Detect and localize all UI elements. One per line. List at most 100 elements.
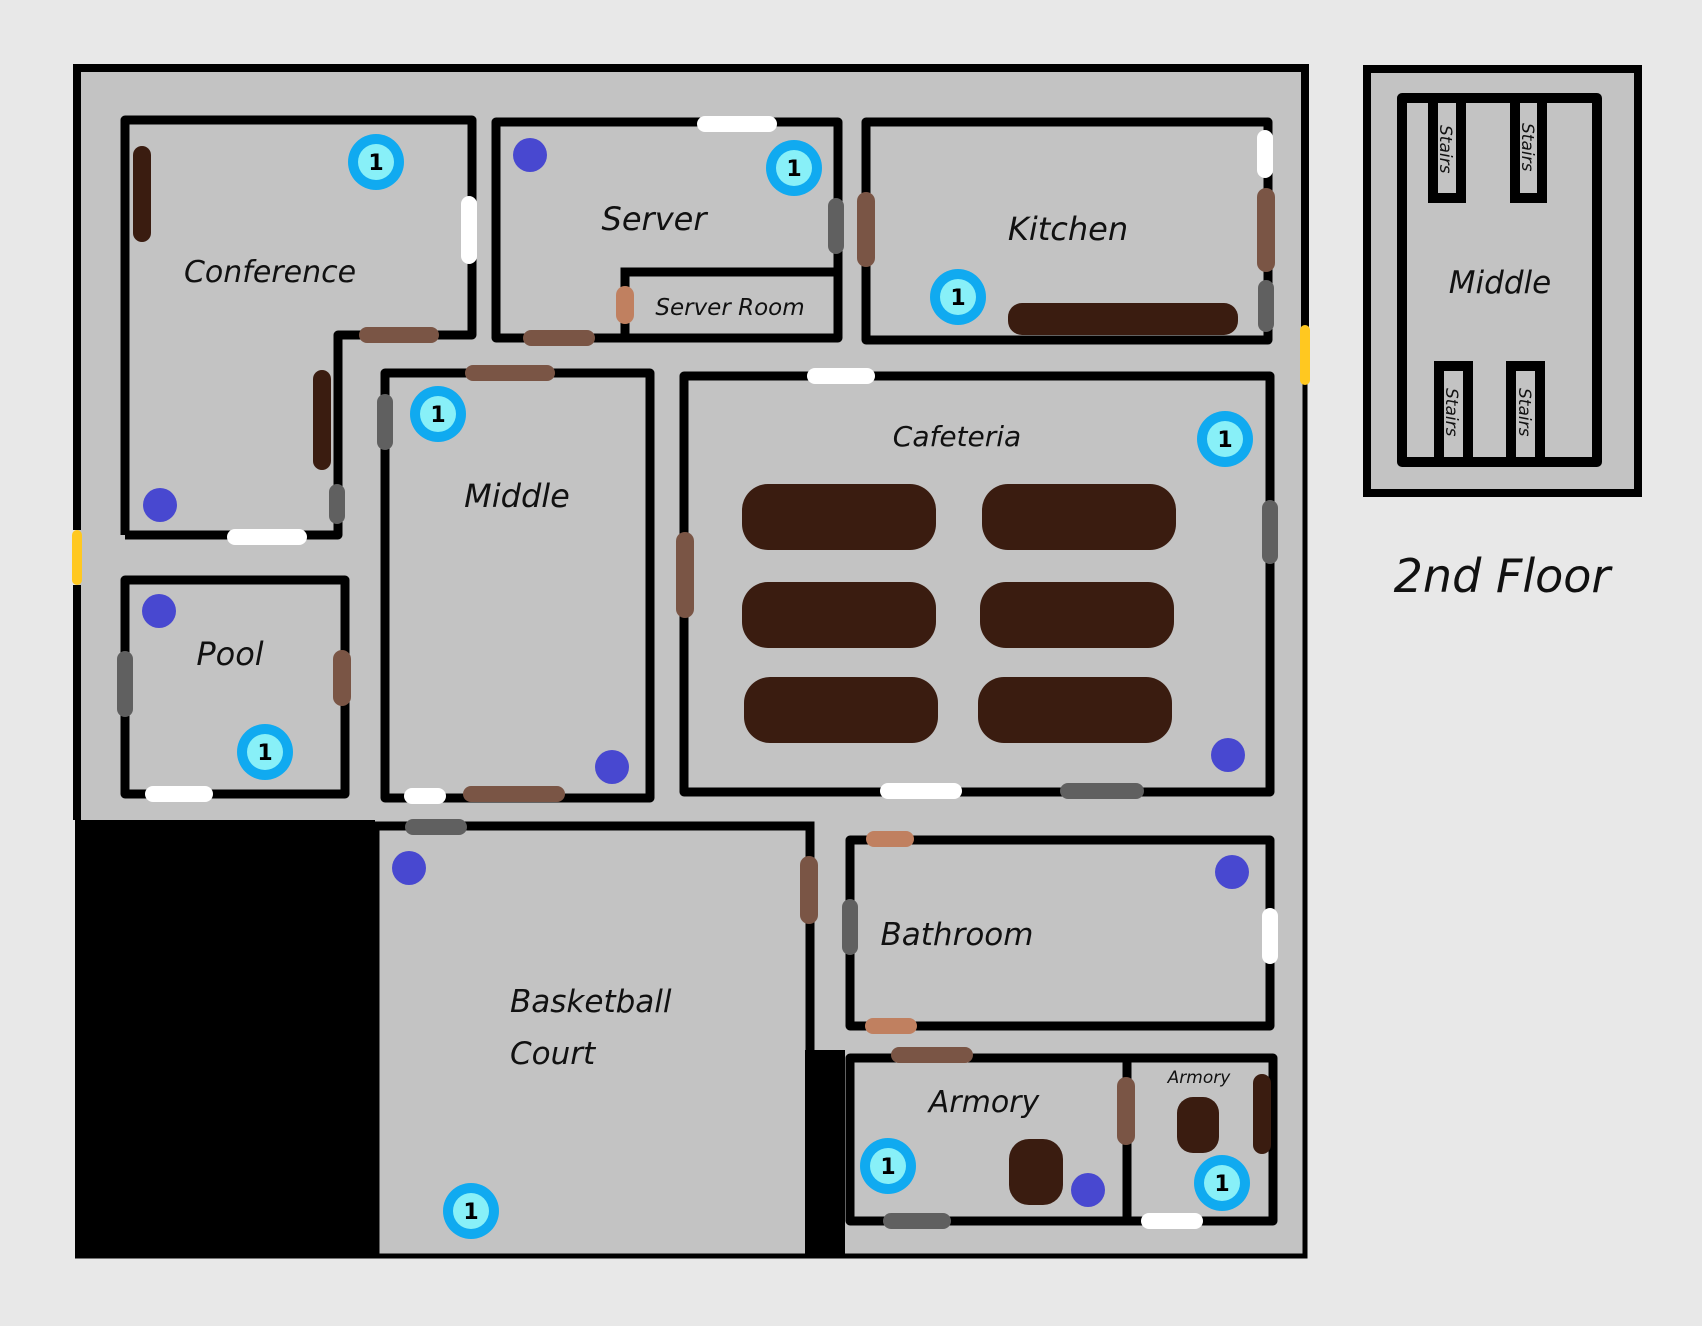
- door[interactable]: [333, 650, 351, 706]
- room-label-armory-small: Armory: [1167, 1068, 1232, 1088]
- stairs-label: Stairs: [1514, 388, 1534, 437]
- door[interactable]: [857, 192, 875, 267]
- blocked-area: [75, 820, 375, 1256]
- stairs-top-left-walls: [1428, 98, 1466, 203]
- door[interactable]: [404, 788, 446, 804]
- spawn-dot[interactable]: [595, 750, 629, 784]
- room-label-middle: Middle: [464, 477, 570, 515]
- door[interactable]: [828, 198, 844, 254]
- cafeteria-table: [980, 582, 1174, 648]
- stairs-label: Stairs: [1435, 125, 1455, 174]
- door[interactable]: [133, 146, 151, 242]
- door[interactable]: [1141, 1213, 1203, 1229]
- marker-conference[interactable]: 1: [348, 134, 404, 190]
- marker-value: 1: [463, 1200, 478, 1225]
- room-label-pool: Pool: [196, 635, 263, 673]
- door[interactable]: [800, 856, 818, 924]
- room-label-server: Server: [602, 200, 709, 238]
- room-armory-walls: [845, 1053, 1278, 1226]
- door[interactable]: [880, 783, 962, 799]
- second-floor-room-label: Middle: [1449, 265, 1551, 301]
- spawn-dots: [142, 138, 1249, 1207]
- kitchen-counter: [1008, 303, 1238, 335]
- door[interactable]: [616, 286, 634, 324]
- cafeteria-table: [742, 484, 936, 550]
- marker-value: 1: [880, 1155, 895, 1180]
- second-floor-middle-walls: [1397, 93, 1602, 467]
- door[interactable]: [842, 899, 858, 955]
- doors-dark: [133, 146, 1271, 1154]
- room-label-bathroom: Bathroom: [881, 917, 1034, 953]
- spawn-dot[interactable]: [1211, 738, 1245, 772]
- cafeteria-table: [978, 677, 1172, 743]
- door[interactable]: [676, 532, 694, 618]
- door[interactable]: [1262, 500, 1278, 564]
- door[interactable]: [1257, 188, 1275, 272]
- door[interactable]: [1262, 908, 1278, 964]
- cafeteria-table: [744, 677, 938, 743]
- door[interactable]: [807, 368, 875, 384]
- door[interactable]: [883, 1213, 951, 1229]
- marker-value: 1: [430, 403, 445, 428]
- stairs-label: Stairs: [1517, 123, 1537, 172]
- stairs-label: Stairs: [1441, 388, 1461, 437]
- room-label-server-room: Server Room: [655, 295, 804, 321]
- stairs-bottom-left-walls: [1434, 361, 1473, 462]
- door[interactable]: [523, 330, 595, 346]
- room-label-armory: Armory: [927, 1085, 1041, 1120]
- door[interactable]: [359, 327, 439, 343]
- spawn-dot[interactable]: [143, 488, 177, 522]
- exit-door-west[interactable]: [72, 530, 82, 585]
- marker-server[interactable]: 1: [766, 140, 822, 196]
- door[interactable]: [117, 651, 133, 717]
- room-label-basketball: Basketball: [510, 984, 672, 1020]
- door[interactable]: [463, 786, 565, 802]
- marker-middle[interactable]: 1: [410, 386, 466, 442]
- armory-crate: [1009, 1139, 1063, 1205]
- marker-kitchen[interactable]: 1: [930, 269, 986, 325]
- spawn-dot[interactable]: [1215, 855, 1249, 889]
- marker-value: 1: [257, 741, 272, 766]
- marker-armory-small[interactable]: 1: [1194, 1155, 1250, 1211]
- door[interactable]: [1257, 130, 1273, 178]
- door[interactable]: [1258, 280, 1274, 332]
- armory-small-crate: [1177, 1097, 1219, 1153]
- door[interactable]: [377, 394, 393, 450]
- outer-wall-top: [73, 64, 1309, 530]
- door[interactable]: [1060, 783, 1144, 799]
- stairs-top-right-walls: [1510, 98, 1547, 203]
- outer-wall-right: [75, 380, 1308, 1259]
- door[interactable]: [865, 1018, 917, 1034]
- spawn-dot[interactable]: [392, 851, 426, 885]
- marker-cafeteria[interactable]: 1: [1197, 411, 1253, 467]
- door[interactable]: [461, 196, 477, 264]
- door[interactable]: [313, 370, 331, 470]
- room-label-kitchen: Kitchen: [1008, 210, 1128, 248]
- spawn-dot[interactable]: [142, 594, 176, 628]
- spawn-dot[interactable]: [1071, 1173, 1105, 1207]
- door[interactable]: [145, 786, 213, 802]
- door[interactable]: [1253, 1074, 1271, 1154]
- door[interactable]: [891, 1047, 973, 1063]
- marker-value: 1: [368, 151, 383, 176]
- doors-brown: [333, 188, 1275, 1145]
- marker-pool[interactable]: 1: [237, 724, 293, 780]
- cafeteria-table: [742, 582, 936, 648]
- marker-value: 1: [786, 157, 801, 182]
- marker-value: 1: [1214, 1172, 1229, 1197]
- room-label-basketball-court: Court: [510, 1036, 597, 1072]
- door[interactable]: [405, 819, 467, 835]
- room-label-cafeteria: Cafeteria: [893, 420, 1021, 453]
- spawn-dot[interactable]: [513, 138, 547, 172]
- door[interactable]: [1117, 1077, 1135, 1145]
- doors-white: [145, 116, 1278, 1229]
- marker-basketball[interactable]: 1: [443, 1183, 499, 1239]
- door[interactable]: [697, 116, 777, 132]
- door[interactable]: [329, 484, 345, 524]
- door[interactable]: [866, 831, 914, 847]
- exit-door-east[interactable]: [1300, 325, 1310, 385]
- door[interactable]: [465, 365, 555, 381]
- door[interactable]: [227, 529, 307, 545]
- marker-armory[interactable]: 1: [860, 1138, 916, 1194]
